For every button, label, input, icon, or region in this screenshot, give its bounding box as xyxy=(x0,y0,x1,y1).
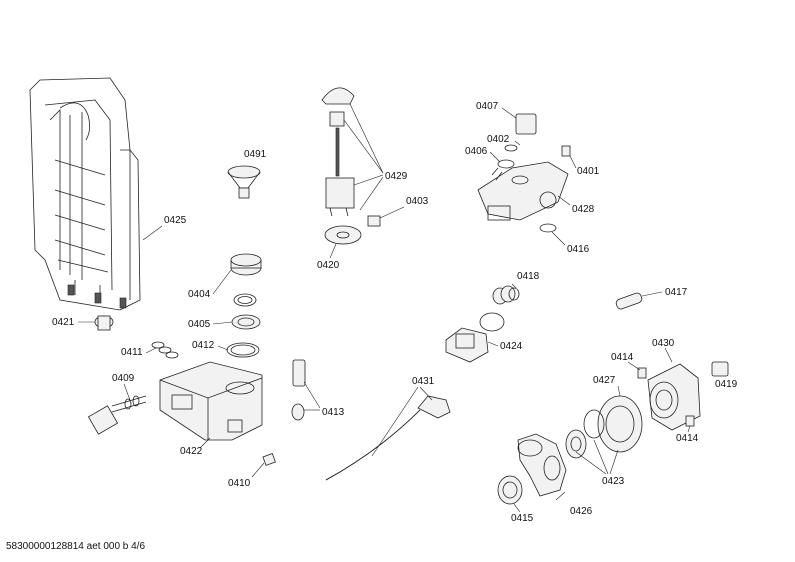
label-0428: 0428 xyxy=(572,204,595,215)
label-0416: 0416 xyxy=(567,244,590,255)
leader-0420 xyxy=(329,243,337,259)
label-0406: 0406 xyxy=(465,146,488,157)
part-0491-funnel xyxy=(227,165,261,199)
label-0404: 0404 xyxy=(188,289,211,300)
leader-0424 xyxy=(487,341,499,347)
part-0420-disc xyxy=(324,225,362,245)
part-0423-rings xyxy=(565,429,587,459)
label-0421: 0421 xyxy=(52,317,75,328)
part-0429-float-assembly xyxy=(321,87,381,227)
leader-0409 xyxy=(123,383,131,401)
label-0422: 0422 xyxy=(180,446,203,457)
leader-0417 xyxy=(641,291,663,297)
label-0401: 0401 xyxy=(577,166,600,177)
label-0424: 0424 xyxy=(500,341,523,352)
label-0411: 0411 xyxy=(121,347,143,358)
leader-0430 xyxy=(664,347,673,363)
leader-0405 xyxy=(212,321,233,325)
label-0407: 0407 xyxy=(476,101,499,112)
leader-0416 xyxy=(551,231,566,246)
document-id-footer: 58300000128814 aet 000 b 4/6 xyxy=(6,541,146,552)
part-0430-motor xyxy=(647,363,701,431)
label-0491: 0491 xyxy=(244,149,267,160)
label-0417: 0417 xyxy=(665,287,688,298)
leader-0425 xyxy=(142,225,163,241)
part-0426-pump-body xyxy=(517,433,567,497)
label-0412: 0412 xyxy=(192,340,215,351)
leader-0423-b xyxy=(593,439,609,475)
leader-0406 xyxy=(489,151,501,163)
label-0430: 0430 xyxy=(652,338,675,349)
part-0417-cylinder xyxy=(615,292,643,310)
leader-0422 xyxy=(199,437,211,449)
label-0414-top: 0414 xyxy=(611,352,634,363)
part-0419-connector xyxy=(711,361,729,377)
leader-0410 xyxy=(251,462,265,478)
part-0413-capsule xyxy=(291,359,306,421)
label-0410: 0410 xyxy=(228,478,251,489)
part-0415-bearing xyxy=(497,475,523,505)
part-0431-hose xyxy=(325,395,451,481)
label-0423: 0423 xyxy=(602,476,625,487)
leader-0412 xyxy=(217,345,229,351)
part-0410-clip xyxy=(262,453,276,466)
leader-0423-c xyxy=(609,449,619,475)
part-0425-housing xyxy=(29,77,141,311)
part-0418-fittings xyxy=(492,285,520,305)
leader-0426 xyxy=(555,491,566,501)
label-0414-bottom: 0414 xyxy=(676,433,699,444)
label-0418: 0418 xyxy=(517,271,540,282)
leader-0429-a xyxy=(349,103,384,174)
leader-0429-d xyxy=(359,176,384,211)
leader-0411 xyxy=(145,347,157,354)
label-0429: 0429 xyxy=(385,171,408,182)
label-0403: 0403 xyxy=(406,196,429,207)
part-0428-valve-cluster xyxy=(477,113,571,233)
leader-0401 xyxy=(569,155,577,169)
label-0427: 0427 xyxy=(593,375,616,386)
part-0422-sump xyxy=(159,361,263,441)
label-0413: 0413 xyxy=(322,407,345,418)
leader-0427 xyxy=(617,385,621,397)
part-0404-cap xyxy=(230,253,262,276)
leader-0431-b xyxy=(419,386,433,401)
label-0426: 0426 xyxy=(570,506,593,517)
label-0405: 0405 xyxy=(188,319,211,330)
leader-0403 xyxy=(379,206,405,219)
leader-0423-a xyxy=(575,451,607,475)
leader-0402 xyxy=(514,140,521,146)
leader-0413 xyxy=(303,381,321,409)
part-0411-seals xyxy=(151,341,179,359)
leader-0418 xyxy=(511,283,517,289)
leader-0404 xyxy=(212,269,232,295)
leader-0407 xyxy=(501,107,517,119)
label-0419: 0419 xyxy=(715,379,738,390)
part-rings xyxy=(226,293,261,358)
part-0409-valve xyxy=(87,395,147,435)
label-0420: 0420 xyxy=(317,260,340,271)
label-0431: 0431 xyxy=(412,376,435,387)
leader-0429-c xyxy=(353,174,384,186)
part-0424-pump xyxy=(445,312,505,363)
label-0402: 0402 xyxy=(487,134,510,145)
leader-0414-a xyxy=(627,361,641,371)
label-0425: 0425 xyxy=(164,215,187,226)
part-0421-fitting xyxy=(94,315,114,331)
leader-0431-a xyxy=(371,386,419,457)
leader-0414-b xyxy=(687,425,691,433)
leader-0429-b xyxy=(343,119,384,174)
label-0409: 0409 xyxy=(112,373,135,384)
part-0427-housing xyxy=(583,395,643,453)
label-0415: 0415 xyxy=(511,513,534,524)
leader-0415 xyxy=(513,503,521,513)
leader-0428 xyxy=(557,195,571,206)
